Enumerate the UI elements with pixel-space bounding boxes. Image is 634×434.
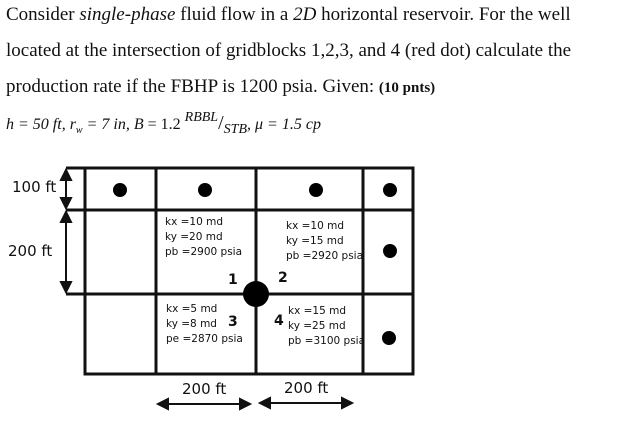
row-label-100ft: 100 ft xyxy=(12,178,57,196)
question-line-3: production rate if the FBHP is 1200 psia… xyxy=(6,76,436,97)
row-label-200ft: 200 ft xyxy=(8,242,53,260)
block-3-number: 3 xyxy=(228,314,238,330)
col-label-200ft-2: 200 ft xyxy=(284,379,329,397)
block-4-number: 4 xyxy=(274,313,284,329)
block-1-number: 1 xyxy=(228,272,238,288)
question-line-1: Consider single-phase fluid flow in a 2D… xyxy=(6,4,571,25)
grid-lines xyxy=(66,166,415,376)
col-label-200ft-1: 200 ft xyxy=(182,380,227,398)
given-parameters: h = 50 ft, rw = 7 in, B = 1.2 RBBL/STB, … xyxy=(6,110,321,137)
points-label: (10 pnts) xyxy=(378,80,436,96)
question-line-2: located at the intersection of gridblock… xyxy=(6,40,572,61)
wells xyxy=(113,183,397,345)
dimension-arrows xyxy=(59,167,355,411)
block-2-number: 2 xyxy=(278,270,288,286)
